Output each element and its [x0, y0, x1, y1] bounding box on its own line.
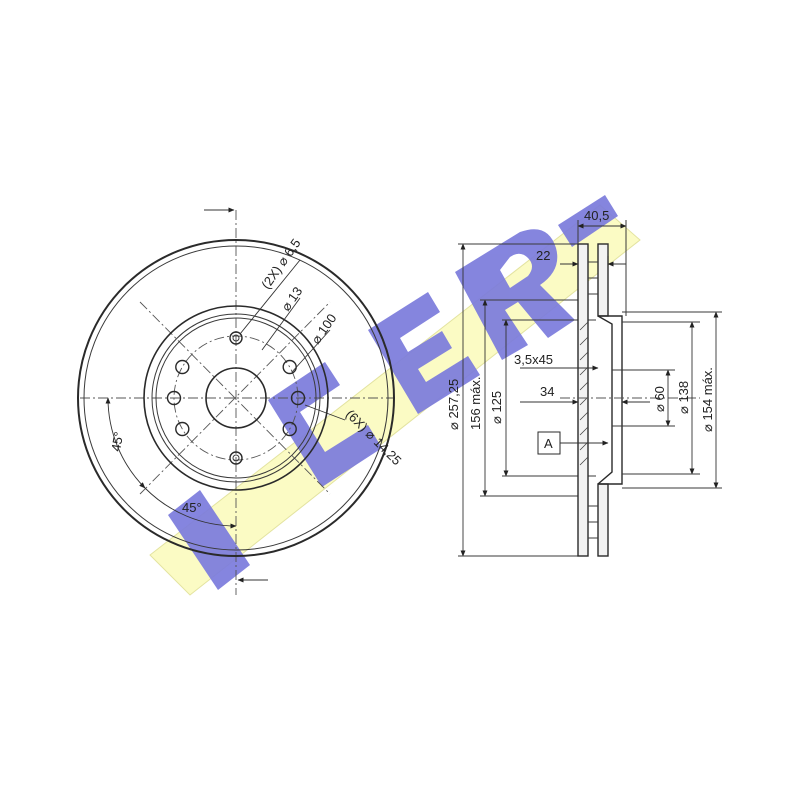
label-hat-height: 34: [540, 384, 554, 399]
bolt-hole: [175, 421, 190, 437]
label-inner-max: ⌀ 154 máx.: [700, 367, 715, 432]
logo-band: [149, 204, 641, 596]
disc-outer-edge-inner: [83, 245, 389, 551]
plate-inner: [597, 243, 609, 317]
label-center-bore: ⌀ 13: [278, 284, 305, 314]
pin-hole-bottom: [229, 451, 243, 465]
label-bore: ⌀ 60: [652, 386, 667, 412]
plate-outer: [577, 243, 589, 557]
label-hub-diameter: ⌀ 125: [489, 391, 504, 424]
bolt-hole: [175, 359, 190, 375]
hat-ring: [151, 313, 321, 483]
disc-outer-edge: [77, 239, 395, 557]
plate-inner-bottom: [597, 483, 609, 557]
icer-logo: [149, 195, 641, 596]
center-bore: [205, 367, 267, 429]
label-inner-ring: ⌀ 138: [676, 381, 691, 414]
label-disc-thickness: 22: [536, 248, 550, 263]
label-pcd: ⌀ 100: [308, 311, 339, 347]
side-view: 40,5 22 ⌀ 257,25 156 máx. ⌀ 125 3,5x45 3…: [446, 208, 722, 557]
label-angle-left: 45°: [108, 431, 126, 453]
label-hub-max: 156 máx.: [468, 377, 483, 430]
hat-ring-2: [155, 317, 317, 479]
pcd-circle: [173, 335, 299, 461]
hat-section: [597, 315, 613, 485]
label-angle-bottom: 45°: [182, 500, 202, 515]
pin-hole-top: [229, 331, 243, 345]
bolt-hole: [282, 421, 297, 437]
label-outer-diameter: ⌀ 257,25: [446, 379, 461, 430]
bolt-hole: [166, 390, 182, 406]
label-overall-width: 40,5: [584, 208, 609, 223]
bolt-holes: [166, 359, 306, 437]
label-chamfer: 3,5x45: [514, 352, 553, 367]
label-datum: A: [544, 436, 553, 451]
bolt-hole: [290, 390, 306, 406]
